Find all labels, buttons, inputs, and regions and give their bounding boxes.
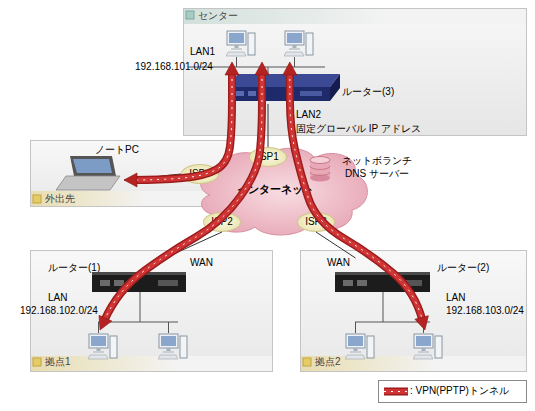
isp-name: ISP2: [204, 216, 240, 228]
isp-ellipse: ISP4: [181, 164, 219, 184]
ip-address: 192.168.102.0/24: [20, 305, 98, 317]
router-name: ルーター(2): [437, 262, 489, 274]
port-label: WAN: [327, 257, 350, 269]
device-name: ノートPC: [95, 144, 139, 156]
ip-address: 192.168.101.0/24: [135, 61, 213, 73]
isp-name: ISP3: [298, 216, 334, 228]
area-title: 拠点1: [45, 356, 71, 368]
router-name: ルーター(3): [342, 86, 394, 98]
ip-address: 192.168.103.0/24: [446, 305, 524, 317]
server-label: ネットボランチ DNS サーバー: [334, 154, 420, 180]
tunnel-sample: [384, 391, 408, 392]
network-label: LAN2: [296, 109, 321, 121]
isp-ellipse: ISP3: [297, 212, 335, 232]
network-label: LAN: [48, 292, 67, 304]
network-label: LAN: [446, 292, 465, 304]
router-node: ルーター(1): [45, 258, 195, 330]
laptop-node: ノートPC: [62, 144, 124, 192]
port-label: WAN: [190, 257, 213, 269]
tunnel-sample: [384, 389, 408, 394]
site-area: センタールーター(3): [183, 8, 527, 136]
tunnel-sample: [384, 388, 408, 396]
network-label: LAN1: [190, 46, 215, 58]
legend-box: : VPN(PPTP)トンネル: [378, 380, 527, 403]
isp-name: ISP1: [250, 151, 286, 163]
isp-ellipse: ISP1: [249, 147, 287, 167]
area-title: 外出先: [45, 193, 75, 205]
area-title: 拠点2: [315, 356, 341, 368]
isp-ellipse: ISP2: [203, 212, 241, 232]
legend-text: : VPN(PPTP)トンネル: [410, 385, 509, 397]
area-title: センター: [198, 10, 238, 22]
legend-sample: [384, 391, 408, 392]
router-name: ルーター(1): [48, 262, 100, 274]
isp-name: ISP4: [182, 168, 218, 180]
cloud-title: インターネット: [190, 183, 360, 195]
note-label: 固定グローバル IP アドレス: [296, 123, 421, 135]
router-node: ルーター(3): [226, 62, 342, 104]
